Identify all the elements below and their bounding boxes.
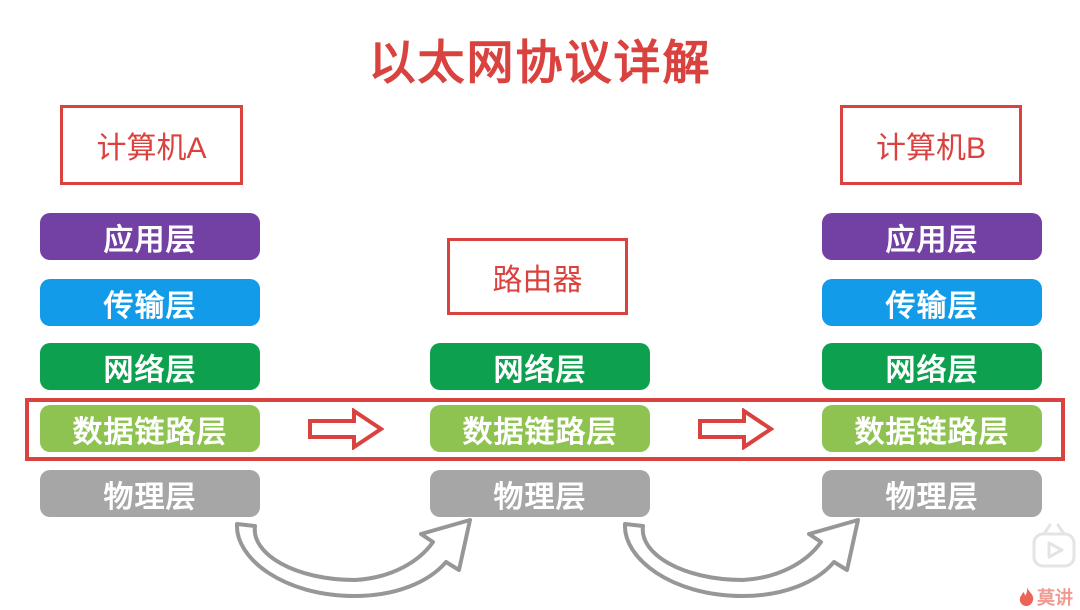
layer-computer-a-application: 应用层 (40, 213, 260, 260)
layer-computer-b-physical: 物理层 (822, 470, 1042, 517)
layer-router-network: 网络层 (430, 343, 650, 390)
tv-play-icon[interactable] (1028, 520, 1080, 580)
datalink-highlight-rect (25, 398, 1065, 461)
block-arrow-right-icon (698, 408, 774, 450)
watermark-text: 莫讲 (1037, 588, 1073, 608)
curved-arrow-icon (622, 518, 860, 598)
layer-computer-b-application: 应用层 (822, 213, 1042, 260)
flame-icon (1019, 587, 1034, 606)
block-arrow-right-icon (308, 408, 384, 450)
computer-a-box: 计算机A (60, 105, 243, 185)
layer-computer-b-network: 网络层 (822, 343, 1042, 390)
layer-router-physical: 物理层 (430, 470, 650, 517)
layer-computer-a-datalink: 数据链路层 (40, 405, 260, 452)
layer-computer-a-network: 网络层 (40, 343, 260, 390)
layer-computer-a-transport: 传输层 (40, 279, 260, 326)
router-box: 路由器 (447, 238, 628, 315)
layer-computer-b-datalink: 数据链路层 (822, 405, 1042, 452)
layer-computer-a-physical: 物理层 (40, 470, 260, 517)
page-title: 以太网协议详解 (368, 36, 712, 89)
watermark: 莫讲 (1018, 584, 1080, 610)
layer-router-datalink: 数据链路层 (430, 405, 650, 452)
layer-computer-b-transport: 传输层 (822, 279, 1042, 326)
computer-b-box: 计算机B (840, 105, 1022, 185)
curved-arrow-icon (234, 518, 472, 598)
